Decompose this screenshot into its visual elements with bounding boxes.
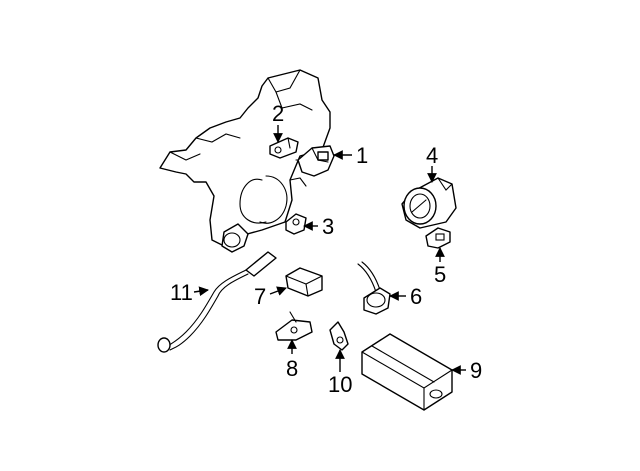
callout-11: 11 [170,280,193,305]
callout-3: 3 [322,214,334,239]
part-3-sensor [285,213,307,235]
part-6-valve [357,261,391,315]
callout-7: 7 [254,284,266,309]
callout-2: 2 [272,101,284,126]
part-9-canister-box [361,333,453,411]
callout-1: 1 [356,143,368,168]
part-2-clip [269,137,299,159]
part-11-oxygen-sensor [157,251,277,353]
callout-10: 10 [328,372,352,397]
part-5-connector [425,227,451,249]
part-1-sensor [297,145,335,177]
callout-9: 9 [470,358,482,383]
part-7-module [285,267,323,297]
part-10-fitting [329,321,349,351]
callout-5: 5 [434,262,446,287]
part-4-canister [401,177,457,229]
part-8-bracket [275,311,313,341]
callout-8: 8 [286,356,298,381]
callout-4: 4 [426,143,438,168]
callout-6: 6 [410,284,422,309]
